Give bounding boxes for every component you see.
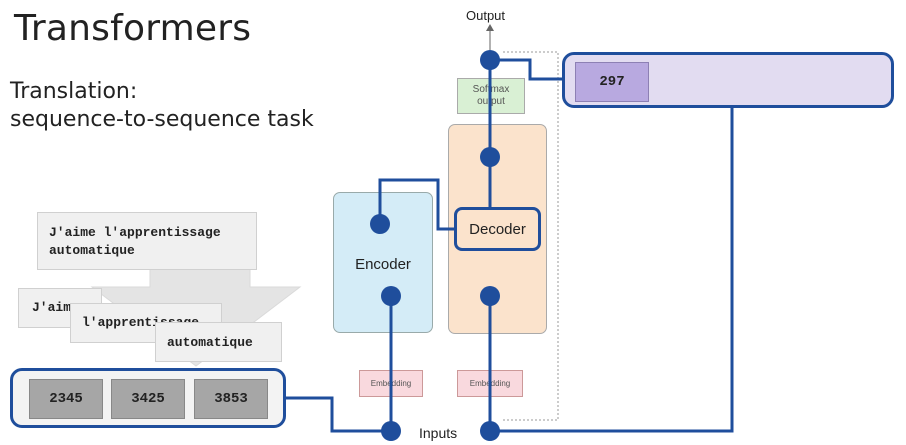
encoder-input-node [381,421,401,441]
source-sentence-line2: automatique [49,243,135,258]
token-label-1: J'aime [32,300,79,315]
page-title: Transformers [14,8,252,49]
input-token-id-1: 2345 [29,379,103,419]
decoder-upper-node [480,147,500,167]
feedback-loop-line [490,108,734,433]
encoder-label: Encoder [355,256,411,273]
decoder-label: Decoder [454,207,541,251]
encoder-to-decoder-line [378,178,454,231]
output-connector-line [490,58,562,81]
encoder-lower-node [381,286,401,306]
subtitle-line2: sequence-to-sequence task [10,107,314,132]
source-sentence-box: J'aime l'apprentissage automatique [37,212,257,270]
decoder-input-node [480,421,500,441]
source-sentence-line1: J'aime l'apprentissage [49,225,221,240]
encoder-upper-node [370,214,390,234]
output-token-id-1: 297 [575,62,649,102]
inputs-label: Inputs [419,425,458,441]
token-box-3: automatique [155,322,282,362]
token-label-3: automatique [167,335,253,350]
output-label: Output [466,8,506,23]
output-node [480,50,500,70]
input-token-id-2: 3425 [111,379,185,419]
decoder-lower-node [480,286,500,306]
input-token-id-3: 3853 [194,379,268,419]
output-arrow-head [486,24,494,31]
subtitle-line1: Translation: [10,79,138,104]
input-connector-line [286,396,391,433]
